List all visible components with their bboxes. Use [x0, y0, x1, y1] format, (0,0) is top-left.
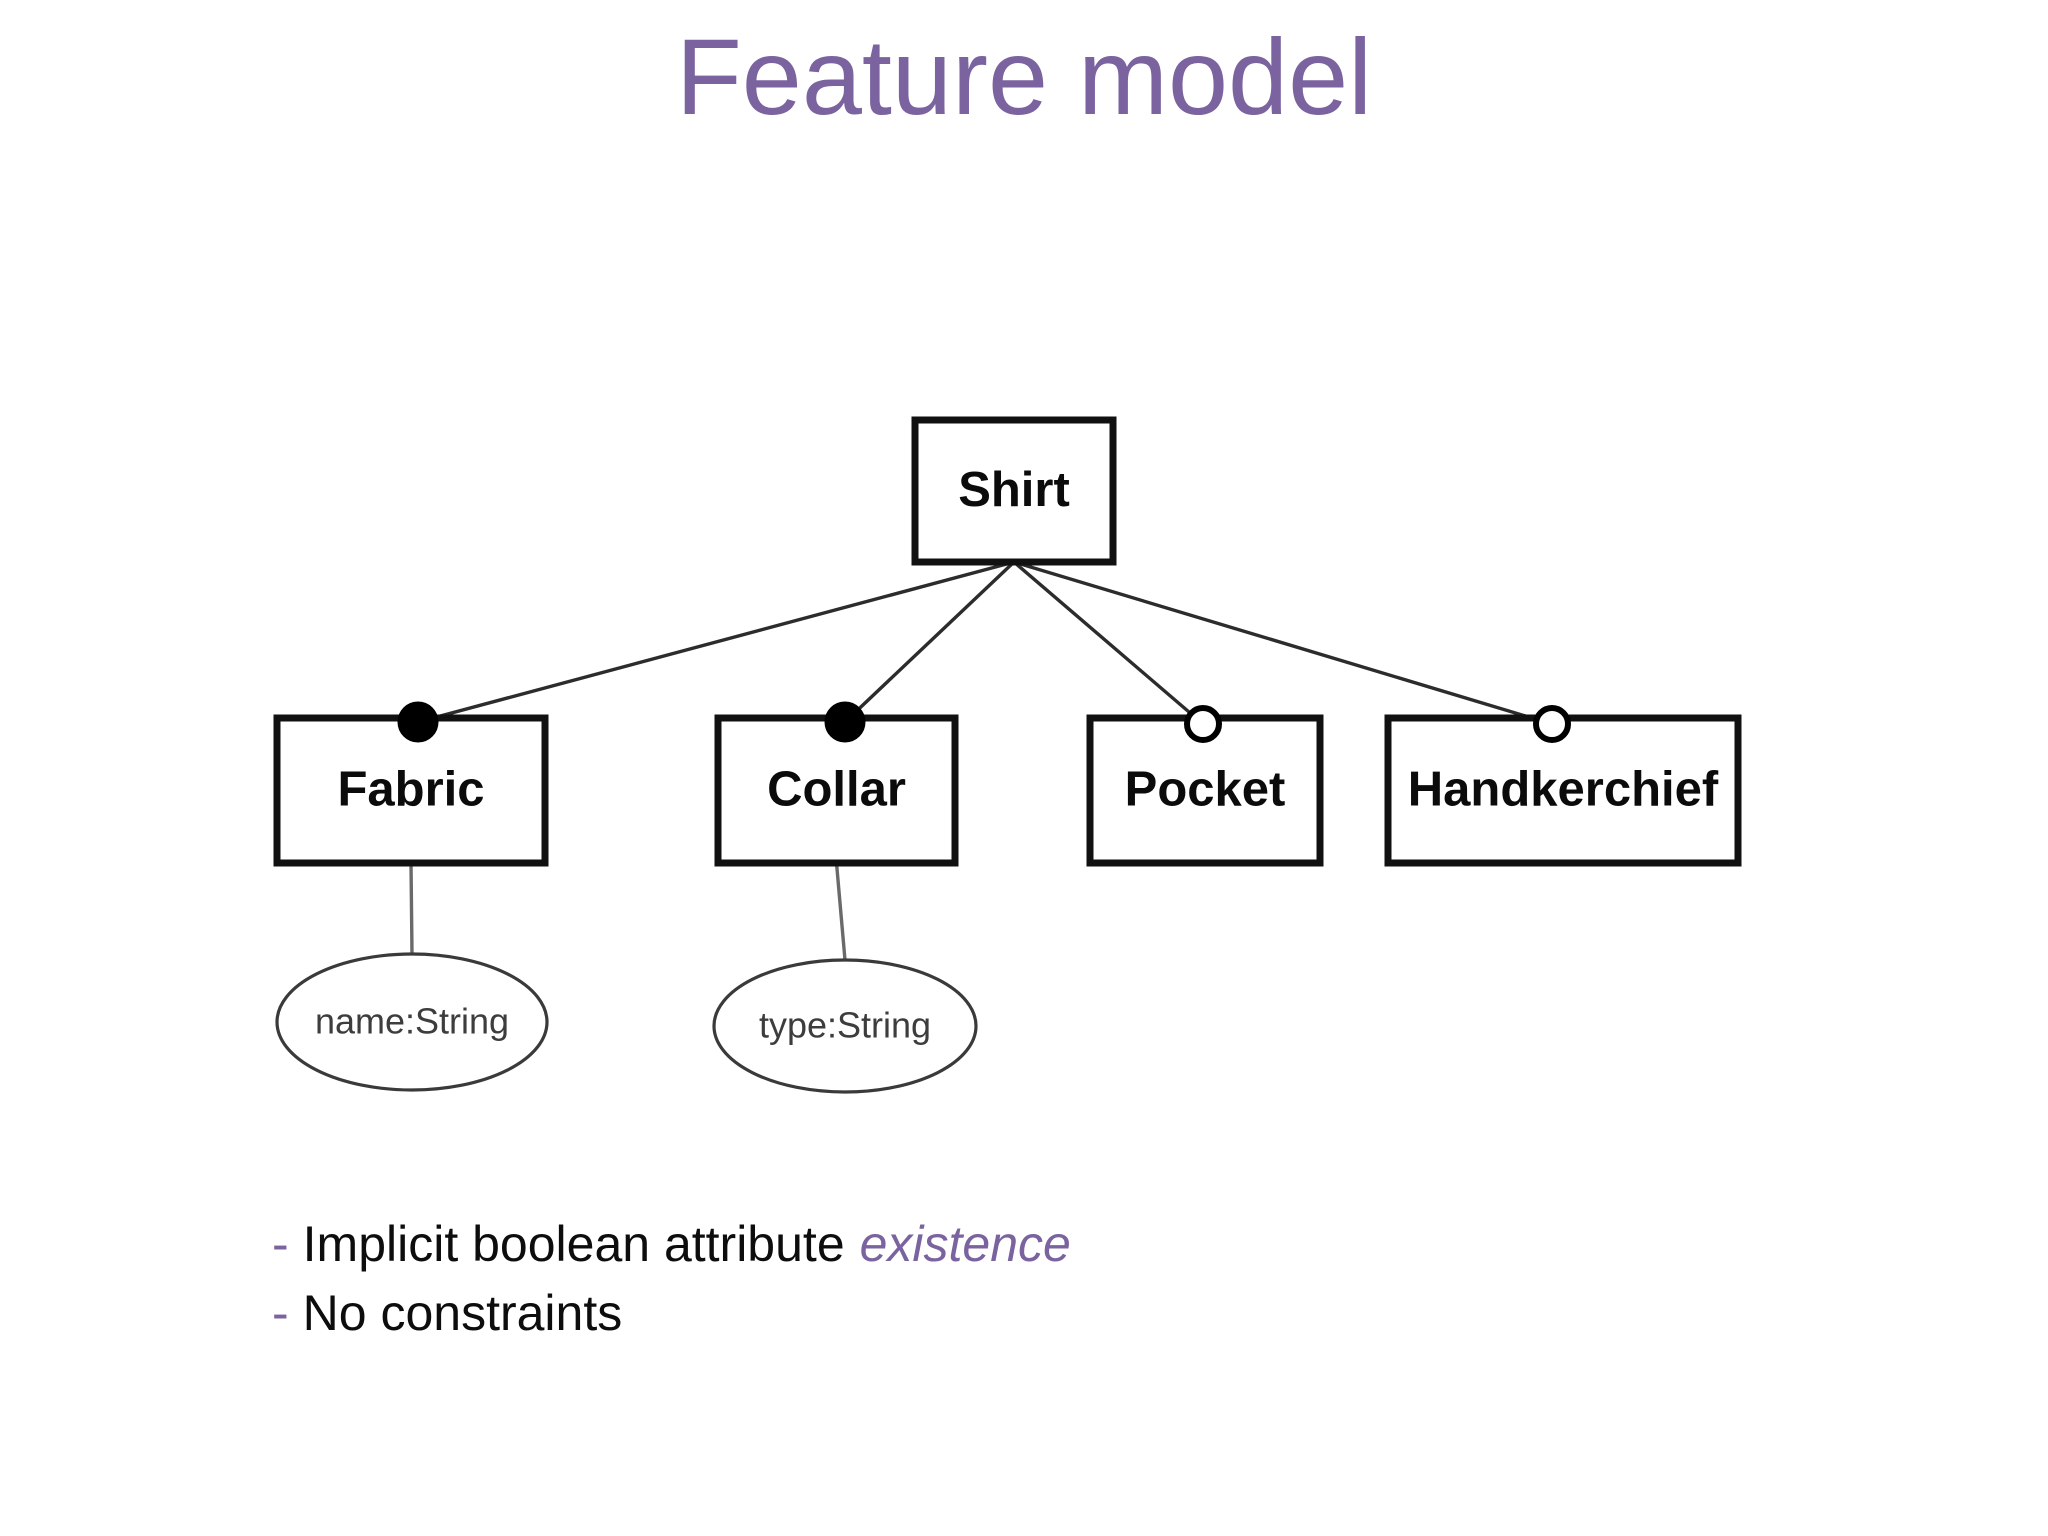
optional-marker-icon-pocket [1184, 705, 1222, 743]
note-emphasis: existence [859, 1216, 1071, 1272]
bullet-dash: - [272, 1285, 289, 1341]
edge-shirt-to-collar [843, 560, 1016, 724]
edge-shirt-to-pocket [1012, 560, 1205, 726]
attribute-node-fabric-name[interactable]: name:String [275, 952, 549, 1092]
attribute-node-collar-type[interactable]: type:String [712, 958, 978, 1094]
notes-list: - Implicit boolean attribute existence -… [272, 1210, 1672, 1348]
feature-node-shirt-label: Shirt [958, 463, 1070, 517]
mandatory-marker-icon-collar [824, 701, 866, 743]
note-text: Implicit boolean attribute [302, 1216, 845, 1272]
edge-shirt-to-handkerchief [1013, 560, 1553, 726]
attribute-ellipse-collar-type[interactable] [712, 958, 978, 1094]
feature-node-handkerchief-label: Handkerchief [1408, 762, 1719, 816]
edge-shirt-to-fabric [417, 560, 1015, 724]
optional-marker-icon-handkerchief [1533, 705, 1571, 743]
page-title: Feature model [675, 16, 1373, 137]
bullet-dash: - [272, 1216, 289, 1272]
edge-fabric-to-fabric-name [409, 862, 414, 955]
feature-node-collar[interactable]: Collar [714, 714, 959, 867]
feature-node-collar-rect[interactable] [714, 714, 959, 867]
attribute-label-fabric-name: name:String [315, 1001, 509, 1042]
edge-collar-to-collar-type [834, 862, 847, 961]
feature-node-handkerchief[interactable]: Handkerchief [1384, 714, 1742, 867]
feature-node-fabric[interactable]: Fabric [273, 714, 549, 867]
marker-layer [397, 701, 1571, 743]
attribute-ellipse-fabric-name[interactable] [275, 952, 549, 1092]
edge-layer [417, 560, 1553, 726]
list-item: - No constraints [272, 1279, 1672, 1348]
feature-node-collar-label: Collar [767, 762, 906, 816]
mandatory-marker-icon-fabric [397, 701, 439, 743]
feature-node-shirt[interactable]: Shirt [911, 416, 1117, 566]
feature-node-pocket-label: Pocket [1125, 762, 1286, 816]
attribute-edge-layer [409, 862, 847, 961]
list-item: - Implicit boolean attribute existence [272, 1210, 1672, 1279]
feature-node-fabric-label: Fabric [337, 762, 484, 816]
attribute-label-collar-type: type:String [759, 1005, 931, 1046]
feature-node-handkerchief-rect[interactable] [1384, 714, 1742, 867]
note-text: No constraints [302, 1285, 623, 1341]
attribute-layer: name:String type:String [275, 952, 978, 1094]
feature-node-shirt-rect[interactable] [911, 416, 1117, 566]
